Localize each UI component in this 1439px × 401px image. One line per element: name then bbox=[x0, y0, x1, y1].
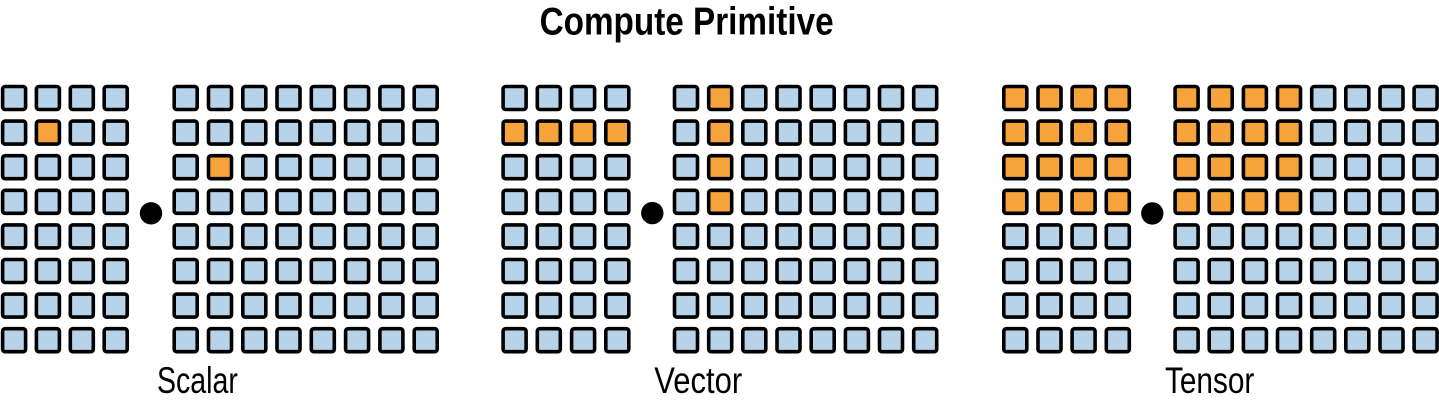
svg-text:Vector: Vector bbox=[654, 360, 742, 401]
svg-text:Compute Primitive: Compute Primitive bbox=[540, 0, 834, 43]
svg-text:Scalar: Scalar bbox=[157, 360, 238, 401]
svg-text:Tensor: Tensor bbox=[1165, 360, 1254, 401]
